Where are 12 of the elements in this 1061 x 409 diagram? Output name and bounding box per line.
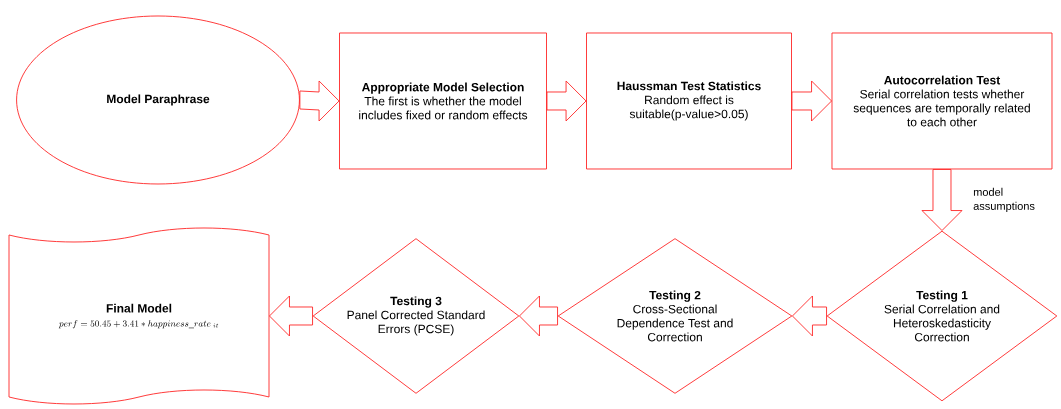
- block-arrow: [921, 169, 963, 231]
- process-box: Haussman Test Statistics Random effect is suitable(p-value>0.05): [586, 32, 792, 170]
- process-box: Appropriate Model Selection The first is whether the model includes fixed or random effects: [339, 32, 547, 170]
- block-arrow: [792, 295, 827, 337]
- block-arrow: [546, 80, 587, 122]
- block-arrow: [519, 295, 558, 337]
- process-box: Autocorrelation Test Serial correlation tests whether sequences are temporally related to each other: [831, 32, 1053, 170]
- block-arrow: [269, 295, 313, 337]
- edge-label: model assumptions: [973, 187, 1035, 213]
- block-arrow: [791, 80, 832, 122]
- oval: Model Paraphrase: [16, 15, 300, 185]
- block-arrow: [299, 80, 340, 122]
